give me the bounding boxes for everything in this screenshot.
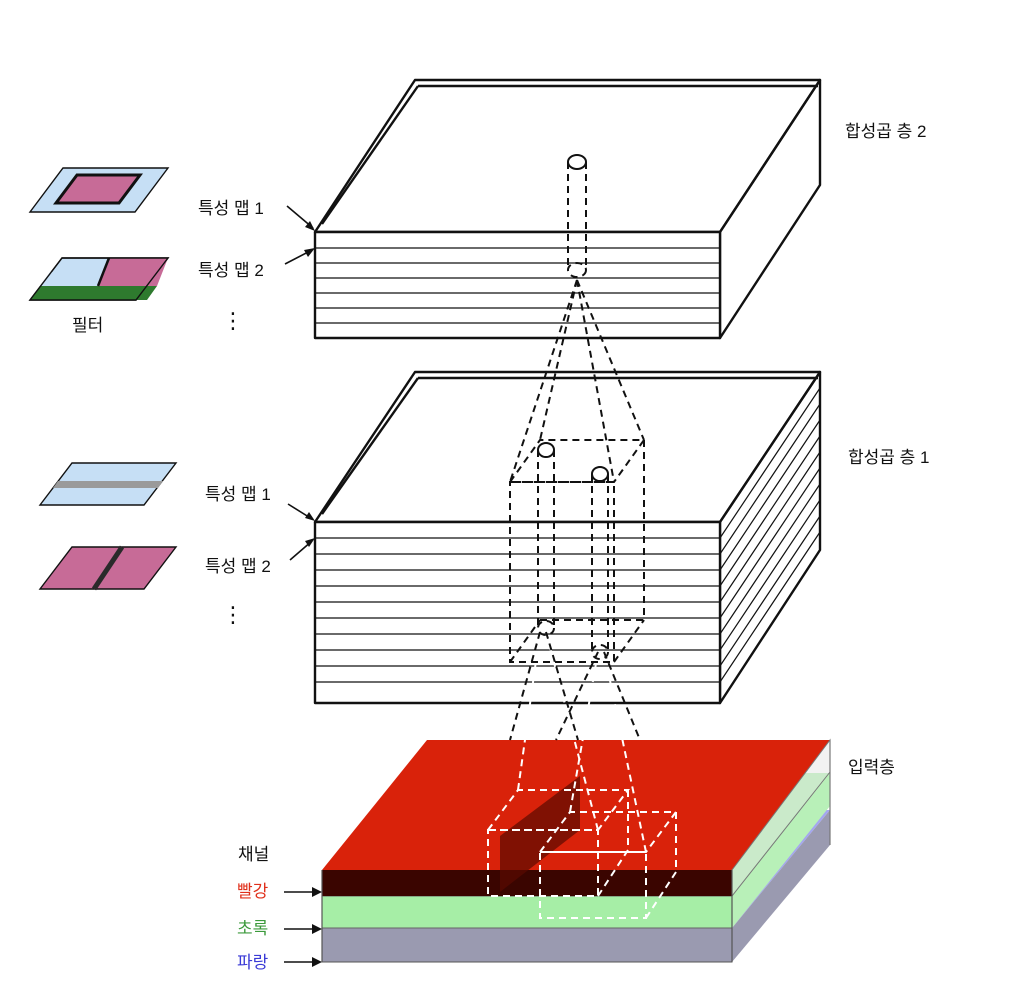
conv1-front-face xyxy=(313,520,722,705)
conv1-feature-map-2-label: 특성 맵 2 xyxy=(205,557,271,576)
conv1-feature-labels: 특성 맵 1 특성 맵 2 ⋮ xyxy=(205,485,315,627)
conv2-title: 합성곱 층 2 xyxy=(845,122,926,141)
conv1-top-face xyxy=(313,370,822,524)
conv1-filters xyxy=(38,462,178,591)
conv1-top-inner-edge xyxy=(321,377,419,515)
red-channel-label: 빨강 xyxy=(237,882,269,901)
conv2-map2-arrowhead xyxy=(304,248,315,257)
conv2-top-inner-edge xyxy=(321,85,419,225)
channel-title: 채널 xyxy=(238,845,269,864)
conv1-map2-arrowhead xyxy=(305,538,315,547)
conv1-filter-2 xyxy=(38,545,178,591)
conv2-neuron xyxy=(509,154,645,483)
conv-layer-1: 합성곱 층 1 xyxy=(313,370,929,705)
conv1-map1-arrowhead xyxy=(305,512,315,521)
conv-layer-2: 합성곱 층 2 xyxy=(313,78,926,340)
conv1-ellipsis: ⋮ xyxy=(222,602,244,627)
conv2-feature-map-2-label: 특성 맵 2 xyxy=(198,261,264,280)
conv2-side-face xyxy=(718,78,822,340)
conv2-map1-arrowhead xyxy=(305,221,315,231)
conv2-top-face xyxy=(313,78,822,234)
filter-label: 필터 xyxy=(72,316,103,335)
conv2-ellipsis: ⋮ xyxy=(222,308,244,333)
conv1-filter-1 xyxy=(38,462,178,506)
conv1-side-slices xyxy=(719,387,821,683)
input-layer: 입력층 xyxy=(321,738,895,963)
input-title: 입력층 xyxy=(848,758,895,777)
blue-channel-label: 파랑 xyxy=(237,953,269,972)
green-channel-label: 초록 xyxy=(237,919,268,938)
conv2-feature-labels: 특성 맵 1 특성 맵 2 ⋮ xyxy=(198,199,315,333)
input-receptive-field xyxy=(486,631,678,919)
conv1-receptive-field xyxy=(508,439,646,663)
conv2-feature-map-1-label: 특성 맵 1 xyxy=(198,199,264,218)
conv1-title: 합성곱 층 1 xyxy=(848,448,929,467)
conv2-filter-1 xyxy=(28,167,170,213)
conv1-to-input-lines xyxy=(509,631,641,741)
conv1-feature-map-1-label: 특성 맵 1 xyxy=(205,485,271,504)
conv2-filters: 필터 xyxy=(28,167,170,335)
conv2-front-face xyxy=(313,230,722,340)
channel-labels: 채널 빨강 초록 파랑 xyxy=(237,845,322,972)
conv2-filter-2 xyxy=(28,257,170,301)
